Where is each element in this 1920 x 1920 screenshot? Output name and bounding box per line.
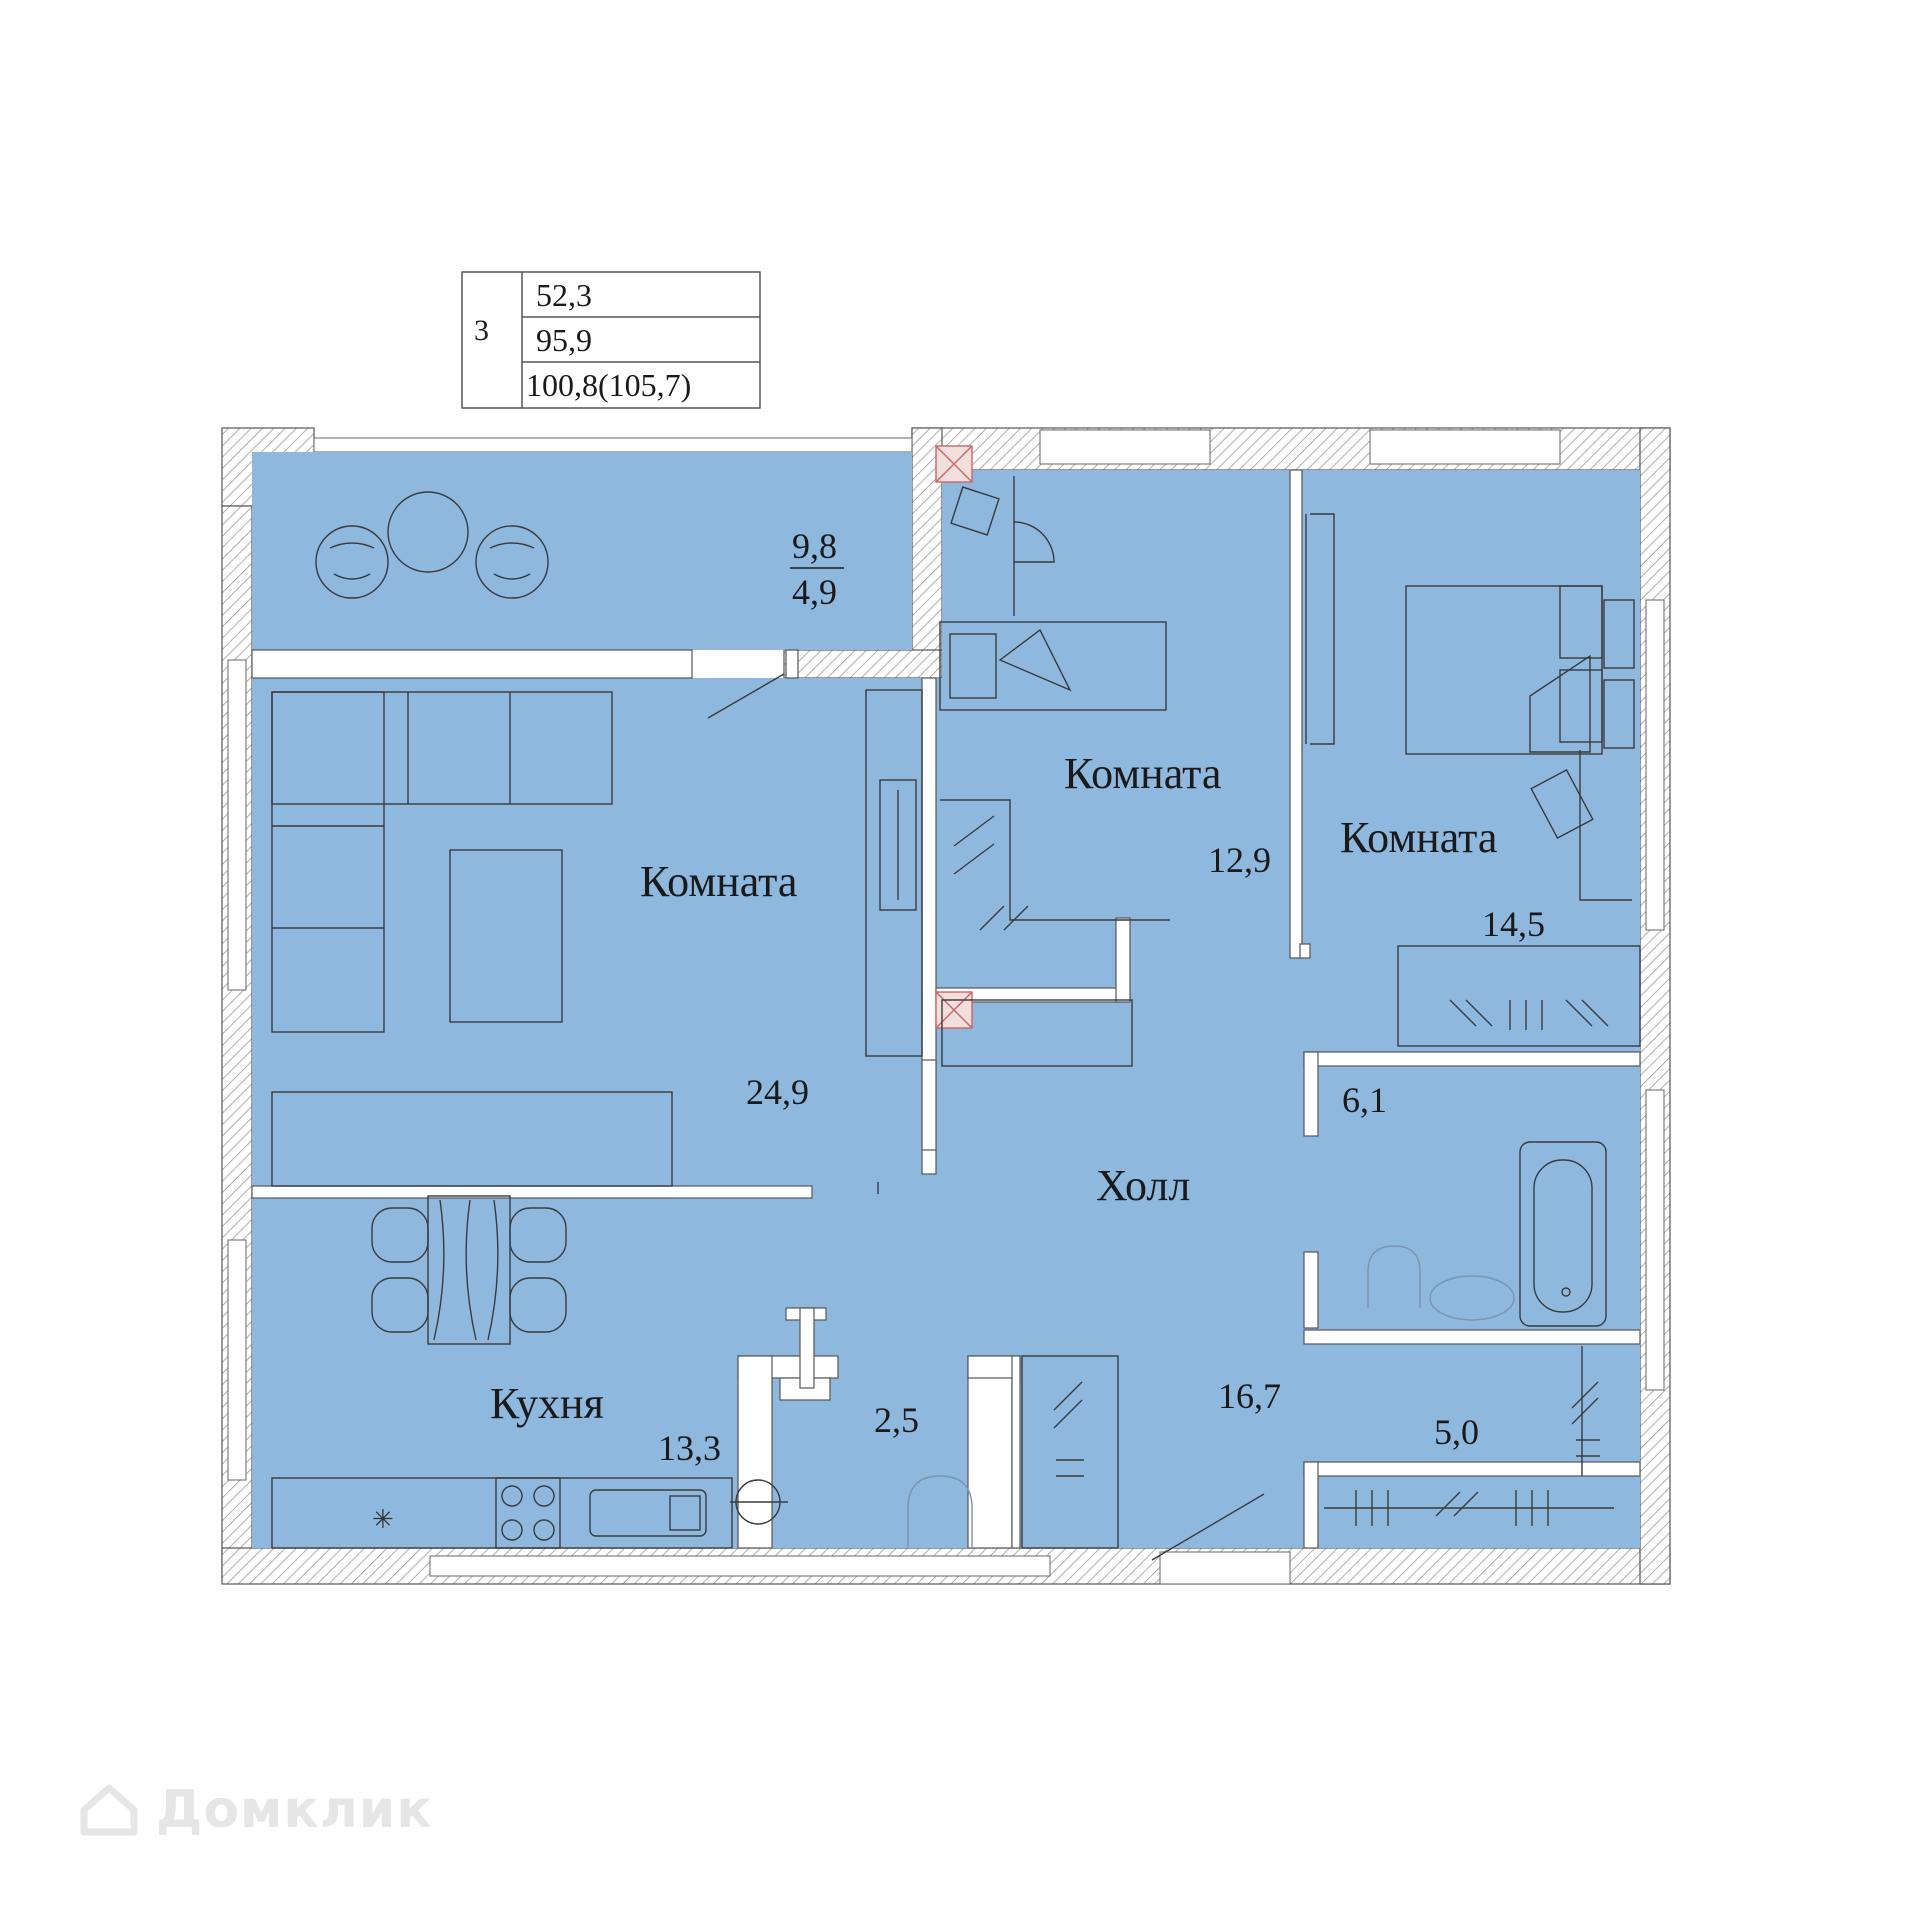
balcony-area: 9,8 [792,526,837,566]
desk-chair-icon [950,486,1000,536]
wc-toilet-icon [907,1475,973,1548]
interior-walls [251,469,1641,1549]
floor-area [252,452,1640,1548]
house-logo-icon [80,1784,138,1836]
wc-area: 2,5 [874,1400,919,1440]
outer-walls [221,427,1671,1585]
room-labels: 9,8 4,9 Комната 24,9 Комната 12,9 Комнат… [490,526,1545,1468]
living-area-value: 52,3 [536,277,592,313]
living-room-area: 24,9 [746,1072,809,1112]
rooms-count: 3 [474,314,489,347]
armchair-icon [475,525,549,599]
dining-table-icon [427,1195,511,1345]
watermark: Домклик [80,1780,433,1840]
cooktop-icon [495,1477,561,1549]
storage-area: 5,0 [1434,1412,1479,1452]
balcony-table-icon [387,491,469,573]
watermark-text: Домклик [156,1780,433,1840]
bathroom-area: 6,1 [1342,1080,1387,1120]
total-with-balcony-value: 100,8(105,7) [526,367,691,403]
tv-stand-icon [865,689,923,1057]
bed-icon [939,621,1167,711]
furniture: ✳ [271,476,1641,1561]
chair-icon [1530,768,1594,840]
armchair-icon [315,525,389,599]
info-table: 3 52,3 95,9 100,8(105,7) [461,271,761,409]
total-area-value: 95,9 [536,322,592,358]
kitchen-label: Кухня [490,1379,604,1428]
bedroom-1-area: 12,9 [1208,840,1271,880]
coffee-table-icon [449,849,563,1023]
bedroom-1-label: Комната [1064,749,1221,798]
hall-closet-icon [1021,1355,1119,1549]
balcony-area-2: 4,9 [792,572,837,612]
washbasin-icon [1429,1275,1515,1321]
toilet-icon [1367,1245,1421,1308]
snowflake-icon: ✳ [372,1505,394,1535]
wardrobe-icon [1397,945,1641,1047]
bathtub-icon [1519,1141,1607,1327]
bedroom-2-label: Комната [1340,813,1497,862]
living-room-label: Комната [640,857,797,906]
hall-label: Холл [1096,1161,1190,1210]
kitchen-area: 13,3 [658,1428,721,1468]
bedroom-2-area: 14,5 [1482,904,1545,944]
long-cabinet-icon [271,1091,673,1187]
sink-icon [589,1489,707,1537]
hall-area: 16,7 [1218,1376,1281,1416]
